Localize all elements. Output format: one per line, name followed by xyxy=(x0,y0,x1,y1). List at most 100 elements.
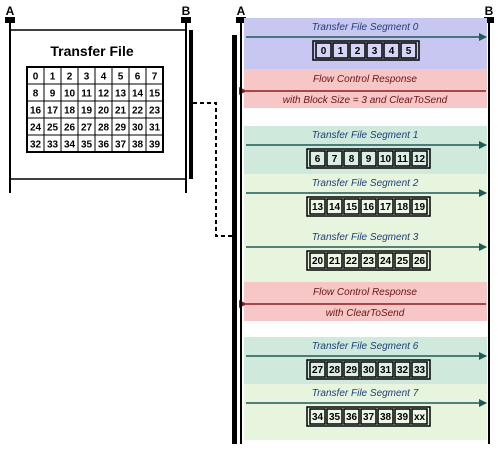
byte-cell xyxy=(411,408,428,425)
file-grid-cell-label: 13 xyxy=(115,89,127,100)
file-grid-cell-label: 32 xyxy=(30,140,42,151)
file-grid-cell-label: 38 xyxy=(132,140,144,151)
file-panel-title: Transfer File xyxy=(50,43,133,59)
file-grid-cell-label: 0 xyxy=(33,72,39,83)
file-grid-cell-label: 5 xyxy=(118,72,124,83)
file-grid-cell-label: 21 xyxy=(115,106,127,117)
left-endpoint-a-marker xyxy=(5,17,15,23)
file-grid-cell-label: 28 xyxy=(98,123,110,134)
byte-cell xyxy=(400,42,417,59)
file-grid-cell-label: 10 xyxy=(64,89,76,100)
byte-cell xyxy=(309,252,326,269)
segment-band xyxy=(244,384,487,440)
byte-label: 30 xyxy=(363,365,375,376)
file-grid-cell-label: 11 xyxy=(81,89,92,100)
file-grid-cell-label: 23 xyxy=(149,106,161,117)
byte-cell xyxy=(309,150,326,167)
file-grid-cell-label: 30 xyxy=(132,123,144,134)
file-grid-cell-label: 3 xyxy=(84,72,90,83)
byte-label: 13 xyxy=(312,202,324,213)
file-grid-cell-label: 26 xyxy=(64,123,76,134)
file-grid-cell-label: 24 xyxy=(30,123,42,134)
byte-label: 10 xyxy=(380,154,392,165)
byte-label: 25 xyxy=(397,256,409,267)
byte-cell xyxy=(394,198,411,215)
flow-control-band xyxy=(244,282,487,321)
byte-cell xyxy=(309,198,326,215)
file-grid-cell-label: 9 xyxy=(50,89,56,100)
byte-cell xyxy=(332,42,349,59)
byte-label: 11 xyxy=(397,154,408,165)
left-endpoint-a-label: A xyxy=(6,4,15,18)
byte-box-outline xyxy=(312,40,420,61)
byte-box-outline xyxy=(306,250,431,271)
byte-label: 35 xyxy=(329,412,341,423)
byte-cell xyxy=(377,150,394,167)
byte-label: xx xyxy=(414,412,426,423)
byte-label: 18 xyxy=(397,202,409,213)
byte-label: 5 xyxy=(406,46,412,57)
byte-cell xyxy=(315,42,332,59)
byte-box-outline xyxy=(306,196,431,217)
byte-cell xyxy=(360,408,377,425)
byte-cell xyxy=(377,252,394,269)
byte-cell xyxy=(343,361,360,378)
file-grid-cell-label: 8 xyxy=(33,89,39,100)
byte-label: 12 xyxy=(414,154,426,165)
byte-cell xyxy=(377,361,394,378)
flow-control-title: Flow Control Response xyxy=(313,74,417,85)
byte-cell xyxy=(309,408,326,425)
left-endpoint-b-marker xyxy=(181,17,191,23)
byte-cell xyxy=(383,42,400,59)
segment-title: Transfer File Segment 0 xyxy=(312,22,419,33)
right-endpoint-b-label: B xyxy=(485,4,494,18)
file-grid-cell-label: 7 xyxy=(152,72,158,83)
byte-label: 1 xyxy=(338,46,344,57)
byte-cell xyxy=(360,198,377,215)
file-grid-cell-label: 20 xyxy=(98,106,110,117)
segment-title: Transfer File Segment 7 xyxy=(312,388,419,399)
file-grid-cell-label: 18 xyxy=(64,106,76,117)
segment-title: Transfer File Segment 3 xyxy=(312,232,419,243)
byte-cell xyxy=(411,361,428,378)
flow-control-detail: with ClearToSend xyxy=(326,308,405,319)
segment-title: Transfer File Segment 1 xyxy=(312,130,419,141)
byte-label: 26 xyxy=(414,256,426,267)
byte-label: 31 xyxy=(380,365,392,376)
byte-label: 29 xyxy=(346,365,358,376)
byte-label: 16 xyxy=(363,202,375,213)
byte-label: 2 xyxy=(355,46,361,57)
byte-label: 37 xyxy=(363,412,375,423)
file-grid-cell-label: 31 xyxy=(149,123,161,134)
file-grid-cell-label: 29 xyxy=(115,123,127,134)
byte-cell xyxy=(411,150,428,167)
flow-control-title: Flow Control Response xyxy=(313,287,417,298)
byte-label: 24 xyxy=(380,256,392,267)
flow-control-band xyxy=(244,69,487,108)
file-grid-cell-label: 37 xyxy=(115,140,127,151)
byte-label: 33 xyxy=(414,365,426,376)
byte-cell xyxy=(366,42,383,59)
file-grid-cell-label: 4 xyxy=(101,72,107,83)
byte-label: 39 xyxy=(397,412,409,423)
byte-box-outline xyxy=(306,359,431,380)
byte-label: 27 xyxy=(312,365,324,376)
file-grid-cell-label: 16 xyxy=(30,106,42,117)
byte-label: 32 xyxy=(397,365,409,376)
byte-cell xyxy=(394,408,411,425)
byte-label: 14 xyxy=(329,202,341,213)
file-grid-cell-label: 25 xyxy=(47,123,59,134)
file-grid-cell-label: 27 xyxy=(81,123,93,134)
byte-label: 22 xyxy=(346,256,358,267)
byte-cell xyxy=(377,198,394,215)
byte-cell xyxy=(411,198,428,215)
byte-box-outline xyxy=(306,406,431,427)
file-grid-cell-label: 12 xyxy=(98,89,110,100)
left-endpoint-b-label: B xyxy=(182,4,191,18)
byte-cell xyxy=(343,198,360,215)
byte-cell xyxy=(343,150,360,167)
byte-label: 23 xyxy=(363,256,375,267)
